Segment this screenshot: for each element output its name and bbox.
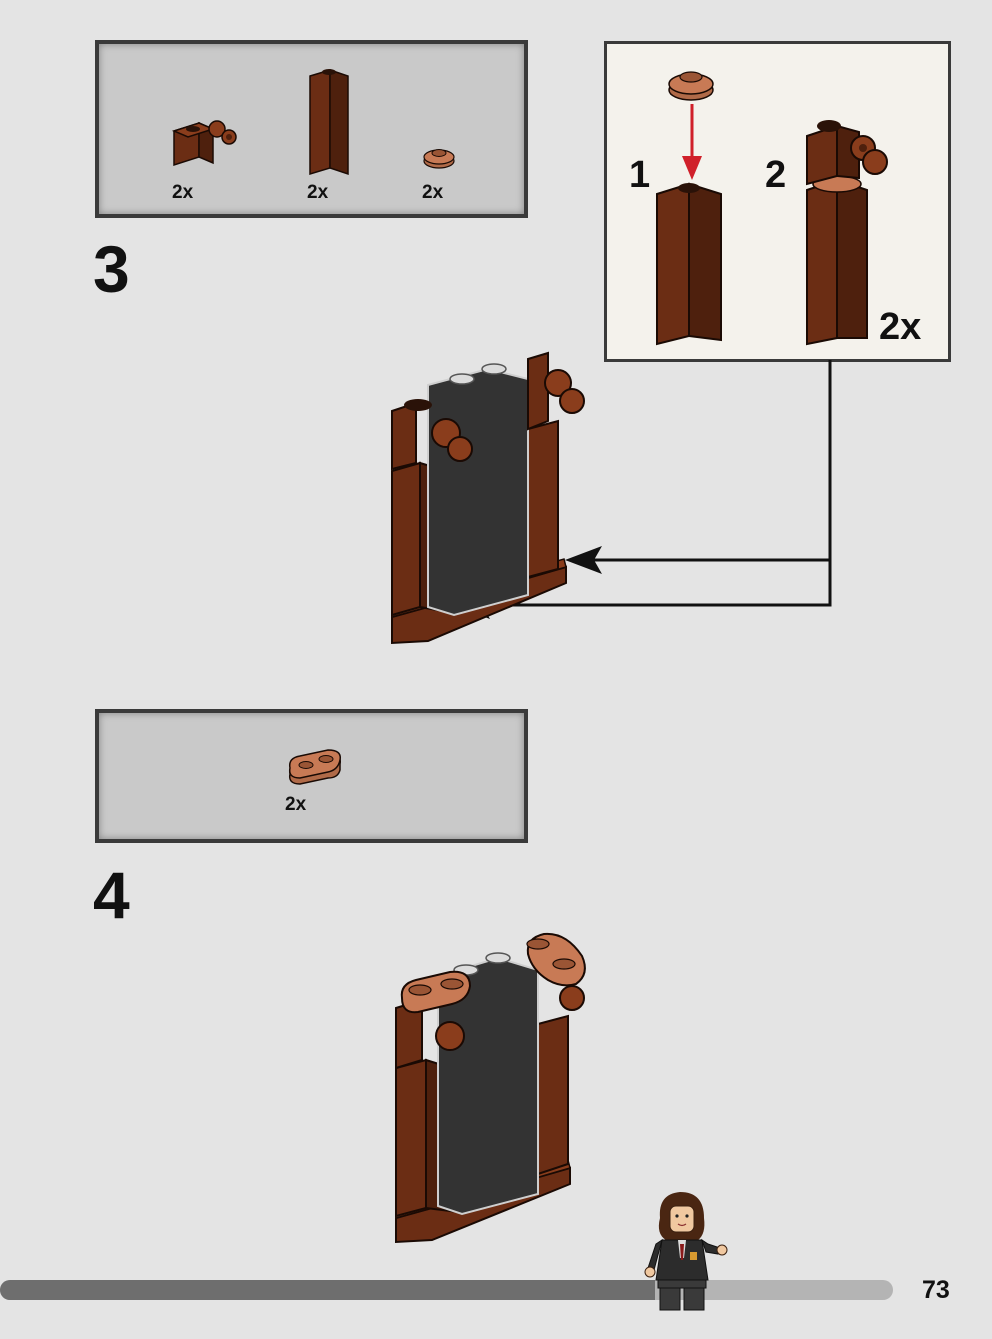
tall-brick-icon — [656, 182, 722, 346]
step3-parts-list: 2x 2x 2x — [95, 40, 528, 218]
subassembly-callout: 1 2 2x — [604, 41, 951, 362]
round-plate-icon — [423, 149, 455, 169]
progress-bar — [0, 1280, 893, 1300]
part-qty: 2x — [422, 182, 444, 203]
sub-step-number: 1 — [629, 154, 651, 196]
bracket-brick-icon — [171, 120, 237, 167]
minifigure-icon — [644, 1192, 728, 1311]
step4-parts-list: 2x — [95, 709, 528, 843]
insertion-arrow-icon — [682, 104, 702, 180]
tall-brick-icon — [309, 68, 349, 176]
progress-bar-fill — [0, 1280, 655, 1300]
step-number: 3 — [93, 232, 130, 306]
rounded-plate-icon — [288, 749, 341, 785]
subassembly-multiplier: 2x — [879, 306, 922, 348]
pillar-subassembly-icon — [806, 120, 888, 346]
sub-step-number: 2 — [765, 154, 787, 196]
step3-model-icon — [391, 351, 585, 645]
page-number: 73 — [922, 1276, 950, 1304]
part-qty: 2x — [285, 794, 307, 815]
step4-model-icon — [395, 932, 586, 1244]
step-number: 4 — [93, 858, 130, 932]
round-plate-icon — [668, 71, 714, 101]
part-qty: 2x — [307, 182, 329, 203]
part-qty: 2x — [172, 182, 194, 203]
